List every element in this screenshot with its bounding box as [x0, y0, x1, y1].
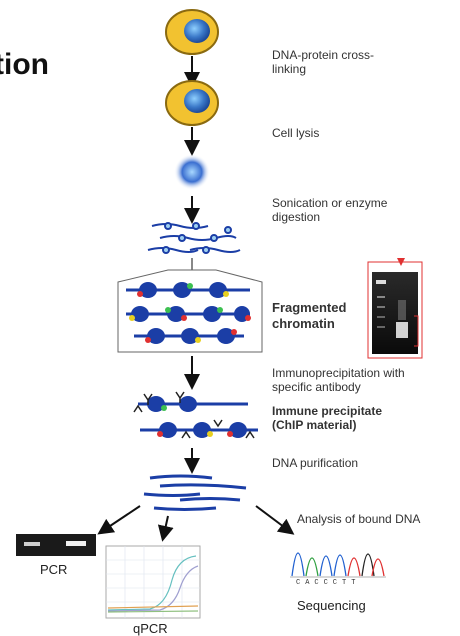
arrow-to-qpcr	[157, 515, 174, 542]
qpcr-amplification-plot	[105, 545, 201, 619]
immune-precipitate-icon	[133, 391, 258, 439]
step-label-fragmented-chromatin: Fragmented chromatin	[272, 300, 347, 331]
arrow-to-sequencing	[255, 505, 295, 535]
gel-size-bracket	[414, 315, 419, 347]
pcr-gel-image	[16, 534, 96, 556]
output-label-pcr: PCR	[40, 562, 68, 577]
sequence-bases: CACCCTT	[296, 579, 361, 587]
sonicated-fragments-icon	[147, 222, 241, 254]
step-label-immune-precipitate: Immune precipitate (ChIP material)	[272, 404, 383, 432]
agarose-gel-image	[367, 258, 423, 359]
slide-title-fragment: tion	[0, 48, 49, 81]
purified-dna-icon	[143, 474, 247, 511]
cell-crosslinked-icon	[165, 9, 219, 55]
output-label-qpcr: qPCR	[133, 621, 168, 636]
step-label-dna-purification: DNA purification	[272, 456, 359, 470]
chromatin-release-icon	[174, 154, 210, 190]
step-label-analysis: Analysis of bound DNA	[297, 512, 421, 526]
arrow-to-pcr	[97, 505, 141, 535]
step-label-cell-lysis: Cell lysis	[272, 126, 320, 140]
step-label-immunoprecipitation: Immunoprecipitation with specific antibo…	[272, 366, 405, 394]
gel-marker-arrow-icon	[397, 258, 405, 266]
fragmented-chromatin-panel	[117, 269, 263, 353]
sequencing-chromatogram	[290, 552, 386, 578]
cell-lysis-icon	[165, 80, 219, 126]
output-label-sequencing: Sequencing	[297, 598, 366, 613]
step-label-sonication: Sonication or enzyme digestion	[272, 196, 388, 224]
step-label-crosslinking: DNA-protein cross-linking	[272, 48, 375, 76]
